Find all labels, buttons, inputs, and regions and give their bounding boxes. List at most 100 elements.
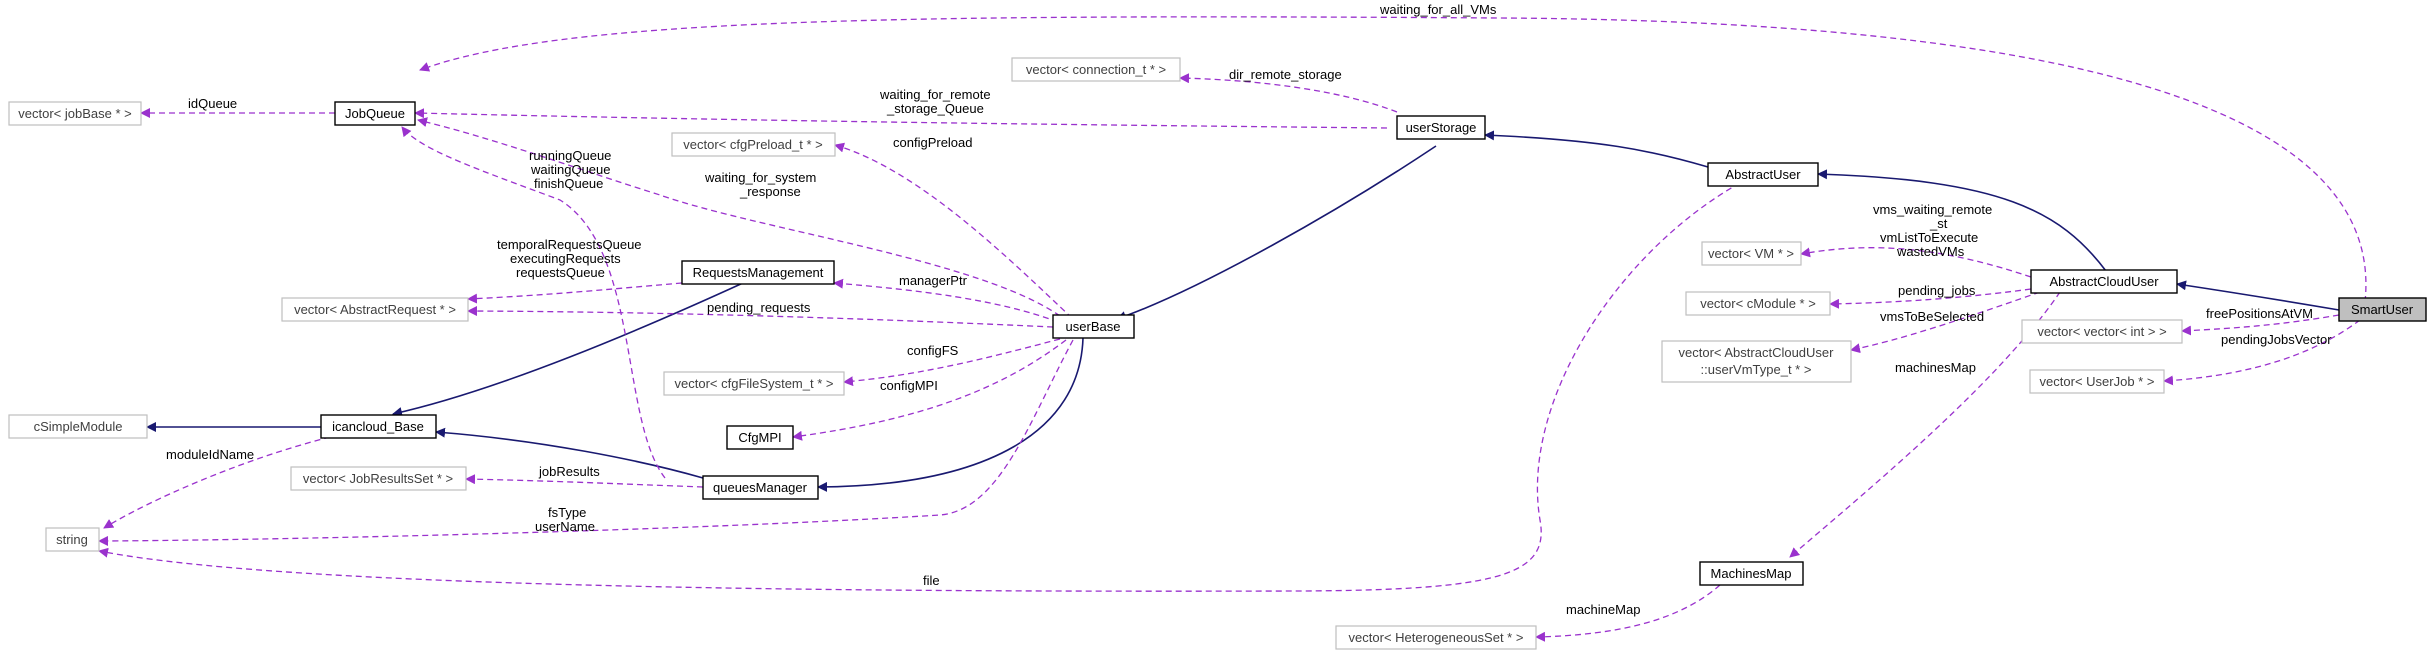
edge-vms-lists	[1800, 247, 2032, 278]
node-vector-cfgfilesystem[interactable]: vector< cfgFileSystem_t * >	[663, 371, 845, 396]
label-waiting-remote-2: _storage_Queue	[886, 101, 984, 116]
node-smart-user-label: SmartUser	[2351, 302, 2414, 317]
edge-fs-type-user-name	[98, 339, 1074, 546]
label-user-name: userName	[535, 519, 595, 534]
edge-waiting-for-all-vms	[419, 16, 2367, 303]
label-wasted-vms: wastedVMs	[1896, 244, 1965, 259]
edge-labels: waiting_for_all_VMs idQueue dir_remote_s…	[166, 2, 2332, 617]
label-fs-type: fsType	[548, 505, 586, 520]
edge-dir-remote-storage	[1179, 73, 1398, 113]
label-requests-queue: requestsQueue	[516, 265, 605, 280]
node-string-label: string	[56, 532, 88, 547]
node-csimple-module[interactable]: cSimpleModule	[8, 414, 148, 439]
node-string[interactable]: string	[45, 527, 100, 552]
edge-module-id-name	[103, 436, 331, 529]
label-waiting-queue: waitingQueue	[530, 162, 611, 177]
node-user-storage[interactable]: userStorage	[1396, 115, 1486, 140]
label-running-queue: runningQueue	[529, 148, 611, 163]
edge-file	[98, 182, 1741, 592]
edge-requests-queues	[467, 282, 683, 304]
node-vector-uservmtype-label-2: ::userVmType_t * >	[1701, 362, 1812, 377]
node-queues-manager-label: queuesManager	[713, 480, 808, 495]
node-vector-vm[interactable]: vector< VM * >	[1701, 241, 1802, 266]
node-vector-userjob[interactable]: vector< UserJob * >	[2029, 369, 2165, 394]
label-waiting-remote-1: waiting_for_remote	[879, 87, 991, 102]
node-vector-connection-label: vector< connection_t * >	[1026, 62, 1166, 77]
node-abstract-user[interactable]: AbstractUser	[1707, 162, 1819, 187]
edge-queuesmanager-icancloudbase	[435, 427, 704, 479]
label-st: _st	[1929, 216, 1948, 231]
label-dir-remote-storage: dir_remote_storage	[1229, 67, 1342, 82]
inheritance-edges	[146, 130, 2340, 492]
node-vector-abstractrequest-label: vector< AbstractRequest * >	[294, 302, 456, 317]
node-vector-jobresultsset[interactable]: vector< JobResultsSet * >	[290, 466, 467, 491]
label-waiting-for-all-vms: waiting_for_all_VMs	[1379, 2, 1497, 17]
label-finish-queue: finishQueue	[534, 176, 603, 191]
node-job-queue[interactable]: JobQueue	[334, 101, 416, 126]
node-abstract-cloud-user[interactable]: AbstractCloudUser	[2030, 269, 2178, 294]
node-vector-heterogeneousset[interactable]: vector< HeterogeneousSet * >	[1335, 625, 1537, 650]
label-waiting-system-1: waiting_for_system	[704, 170, 816, 185]
edge-job-results	[465, 474, 704, 488]
node-vector-uservmtype[interactable]: vector< AbstractCloudUser ::userVmType_t…	[1661, 340, 1852, 383]
label-config-mpi: configMPI	[880, 378, 938, 393]
node-vector-cmodule[interactable]: vector< cModule * >	[1685, 291, 1831, 316]
node-cfg-mpi[interactable]: CfgMPI	[726, 425, 794, 450]
node-job-queue-label: JobQueue	[345, 106, 405, 121]
edge-manager-ptr	[833, 278, 1059, 323]
node-vector-jobresultsset-label: vector< JobResultsSet * >	[303, 471, 453, 486]
label-job-results: jobResults	[538, 464, 600, 479]
label-vms-to-be-selected: vmsToBeSelected	[1880, 309, 1984, 324]
edge-vms-to-be-selected	[1850, 291, 2041, 354]
node-vector-vm-label: vector< VM * >	[1708, 246, 1794, 261]
edge-pending-jobs	[1829, 288, 2032, 309]
edge-queues-manager-queues	[401, 126, 666, 479]
edge-config-preload	[834, 142, 1073, 319]
node-queues-manager[interactable]: queuesManager	[702, 475, 819, 500]
node-vector-jobbase[interactable]: vector< jobBase * >	[8, 101, 142, 126]
node-icancloud-base[interactable]: icancloud_Base	[320, 414, 437, 439]
node-vector-abstractrequest[interactable]: vector< AbstractRequest * >	[281, 297, 469, 322]
label-id-queue: idQueue	[188, 96, 237, 111]
edge-pending-requests	[467, 306, 1054, 328]
label-machine-map: machineMap	[1566, 602, 1640, 617]
edge-machine-map	[1535, 584, 1721, 642]
edge-machines-map	[1789, 291, 2061, 558]
node-vector-jobbase-label: vector< jobBase * >	[18, 106, 131, 121]
node-cfg-mpi-label: CfgMPI	[738, 430, 781, 445]
edge-waiting-for-system	[417, 117, 1061, 317]
node-machines-map[interactable]: MachinesMap	[1699, 561, 1804, 586]
node-smart-user[interactable]: SmartUser	[2338, 297, 2427, 322]
node-vector-vector-int-label: vector< vector< int > >	[2037, 324, 2166, 339]
label-vm-list-to-execute: vmListToExecute	[1880, 230, 1978, 245]
label-module-id-name: moduleIdName	[166, 447, 254, 462]
node-vector-userjob-label: vector< UserJob * >	[2040, 374, 2155, 389]
node-requests-management[interactable]: RequestsManagement	[681, 260, 835, 285]
label-machines-map: machinesMap	[1895, 360, 1976, 375]
node-vector-uservmtype-label-1: vector< AbstractCloudUser	[1679, 345, 1835, 360]
node-vector-cfgfilesystem-label: vector< cfgFileSystem_t * >	[675, 376, 834, 391]
node-vector-cfgpreload[interactable]: vector< cfgPreload_t * >	[671, 132, 836, 157]
edge-config-fs	[843, 338, 1061, 387]
edge-requestsmanagement-icancloudbase	[392, 282, 744, 417]
node-abstract-user-label: AbstractUser	[1725, 167, 1801, 182]
label-vms-waiting-remote: vms_waiting_remote	[1873, 202, 1992, 217]
node-abstract-cloud-user-label: AbstractCloudUser	[2049, 274, 2159, 289]
node-vector-vector-int[interactable]: vector< vector< int > >	[2021, 319, 2183, 344]
node-user-base[interactable]: userBase	[1052, 314, 1135, 339]
node-vector-heterogeneousset-label: vector< HeterogeneousSet * >	[1349, 630, 1524, 645]
edge-config-mpi	[792, 339, 1067, 441]
edge-pending-jobs-vector	[2163, 319, 2361, 386]
node-machines-map-label: MachinesMap	[1711, 566, 1792, 581]
label-pending-jobs: pending_jobs	[1898, 283, 1976, 298]
node-icancloud-base-label: icancloud_Base	[332, 419, 424, 434]
label-file: file	[923, 573, 940, 588]
node-user-base-label: userBase	[1066, 319, 1121, 334]
label-executing-requests: executingRequests	[510, 251, 621, 266]
node-csimple-module-label: cSimpleModule	[34, 419, 123, 434]
label-waiting-system-2: _response	[739, 184, 801, 199]
node-vector-connection[interactable]: vector< connection_t * >	[1011, 57, 1181, 82]
usage-edges	[98, 16, 2367, 642]
label-temporal-requests-queue: temporalRequestsQueue	[497, 237, 642, 252]
